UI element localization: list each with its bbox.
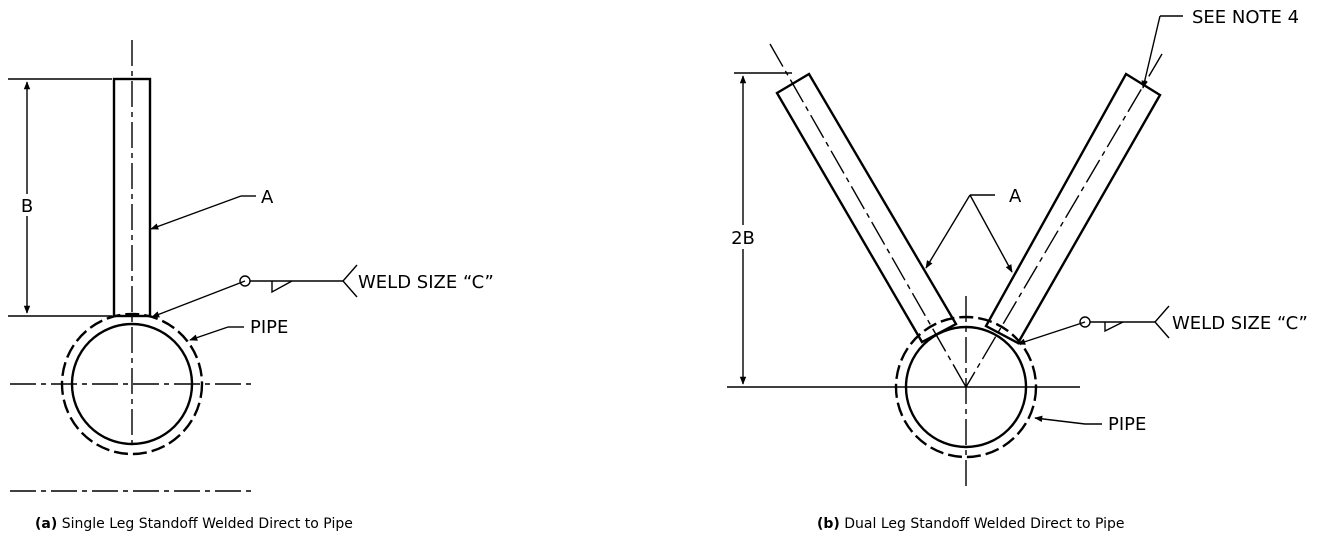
- figure-b-leader-pipe: [1034, 415, 1086, 425]
- figure-a-fillet-weld-icon: [271, 280, 293, 294]
- figure-b-weld-tail-icon: [1154, 305, 1170, 339]
- figure-b-label-a: A: [1009, 186, 1022, 207]
- figure-b-leader-note: [1141, 15, 1161, 89]
- figure-b-right-leg-centerline: [965, 53, 1163, 388]
- figure-a-caption: (a) Single Leg Standoff Welded Direct to…: [35, 516, 353, 532]
- figure-b-label-pipe: PIPE: [1108, 414, 1146, 435]
- figure-a-caption-tag: (a): [35, 516, 57, 532]
- figure-a-label-a: A: [261, 187, 274, 208]
- figure-b-left-leg-centerline: [769, 43, 967, 388]
- figure-a-leader-pipe: [189, 326, 229, 341]
- figure-b: 2B SEE NOTE 4 A WELD SIZE “C” PIPE (b) D…: [727, 7, 1308, 532]
- figure-b-right-standoff-leg: [984, 72, 1162, 345]
- figure-b-pipe-inner-circle: [904, 325, 1028, 449]
- figure-b-leader-a-right: [969, 194, 1013, 273]
- figure-b-label-weld: WELD SIZE “C”: [1172, 313, 1308, 334]
- figure-a-label-b: B: [21, 196, 33, 217]
- figure-b-caption: (b) Dual Leg Standoff Welded Direct to P…: [817, 516, 1125, 532]
- figure-b-caption-text: Dual Leg Standoff Welded Direct to Pipe: [840, 516, 1125, 532]
- figure-b-dim-2b-gap: [728, 225, 758, 249]
- figure-b-pipe-outer-circle: [894, 315, 1038, 459]
- figure-a-standoff-leg: [112, 77, 152, 318]
- figure-a: B A WELD SIZE “C” PIPE (a) Single Leg St…: [8, 40, 494, 532]
- figure-b-label-2b: 2B: [731, 228, 755, 249]
- figure-a-caption-text: Single Leg Standoff Welded Direct to Pip…: [57, 516, 353, 532]
- figure-a-label-pipe: PIPE: [250, 317, 288, 338]
- figure-a-pipe-inner-circle: [70, 322, 194, 446]
- figure-a-weld-tail-icon: [342, 264, 358, 298]
- figure-a-leader-a: [150, 195, 242, 230]
- figure-a-pipe-outer-circle: [60, 312, 204, 456]
- figure-a-dim-b-gap: [16, 194, 38, 216]
- figure-b-weld-arrow: [1017, 321, 1086, 345]
- figure-a-label-weld: WELD SIZE “C”: [358, 272, 494, 293]
- figure-a-weld-arrow: [151, 280, 246, 318]
- figure-b-label-note: SEE NOTE 4: [1192, 7, 1299, 28]
- figure-b-caption-tag: (b): [817, 516, 840, 532]
- figure-b-left-standoff-leg: [775, 72, 958, 344]
- figure-b-leader-a-left: [925, 194, 971, 269]
- figure-b-fillet-weld-icon: [1104, 321, 1124, 333]
